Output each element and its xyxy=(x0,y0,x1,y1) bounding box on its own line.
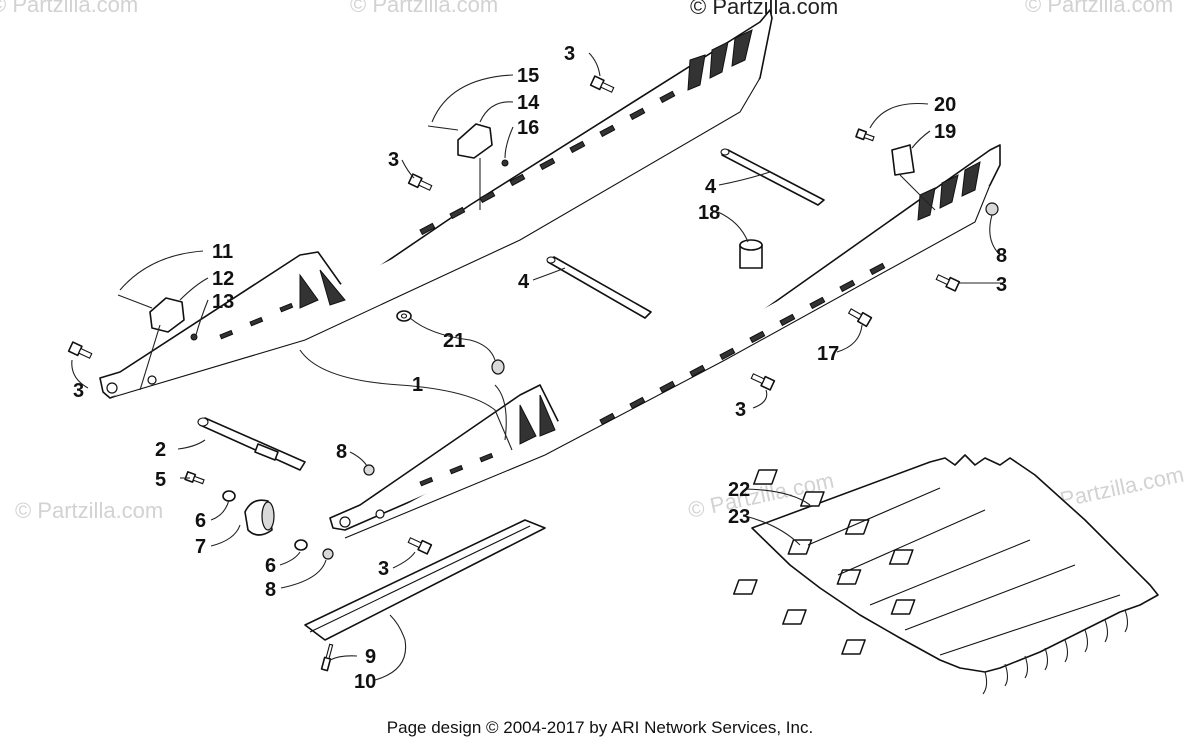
callout-13: 13 xyxy=(212,291,234,313)
callout-9: 9 xyxy=(365,646,376,668)
callout-20: 20 xyxy=(934,94,956,116)
callout-15: 15 xyxy=(517,65,539,87)
callout-17: 17 xyxy=(817,343,839,365)
callout-labels: 1 2 3 3 3 3 3 3 3 4 4 5 6 6 7 8 8 8 9 10… xyxy=(73,43,1007,693)
callout-3: 3 xyxy=(378,558,389,580)
callout-1: 1 xyxy=(412,374,423,396)
callout-3: 3 xyxy=(996,274,1007,296)
copyright-footer: Page design © 2004-2017 by ARI Network S… xyxy=(386,718,814,737)
callout-4: 4 xyxy=(518,271,530,293)
track xyxy=(732,454,1159,695)
callout-23: 23 xyxy=(728,506,750,528)
callout-4: 4 xyxy=(705,176,717,198)
watermark: © Partzilla.com xyxy=(15,498,163,523)
callout-8: 8 xyxy=(336,441,347,463)
callout-8: 8 xyxy=(996,245,1007,267)
rail-front xyxy=(329,144,1001,539)
watermark: © Partzilla.com xyxy=(1025,0,1173,17)
callout-22: 22 xyxy=(728,479,750,501)
callout-18: 18 xyxy=(698,202,720,224)
callout-3: 3 xyxy=(564,43,575,65)
callout-3: 3 xyxy=(388,149,399,171)
callout-8: 8 xyxy=(265,579,276,601)
watermark: © Partzilla.com xyxy=(0,0,138,17)
callout-6: 6 xyxy=(265,555,276,577)
leader-lines xyxy=(71,52,1001,681)
cross-shaft-lower xyxy=(546,256,652,319)
watermark: © Partzilla.com xyxy=(690,0,838,19)
callout-6: 6 xyxy=(195,510,206,532)
callout-16: 16 xyxy=(517,117,539,139)
callout-10: 10 xyxy=(354,671,376,693)
callout-7: 7 xyxy=(195,536,206,558)
rear-axle xyxy=(197,417,306,471)
callout-14: 14 xyxy=(517,92,540,114)
callout-19: 19 xyxy=(934,121,956,143)
callout-11: 11 xyxy=(212,241,233,263)
hardware xyxy=(67,75,999,672)
watermark: © Partzilla.com xyxy=(350,0,498,17)
callout-12: 12 xyxy=(212,268,234,290)
callout-2: 2 xyxy=(155,439,166,461)
rail-rear xyxy=(99,9,773,399)
callout-21: 21 xyxy=(443,330,465,352)
callout-3: 3 xyxy=(735,399,746,421)
callout-3: 3 xyxy=(73,380,84,402)
callout-5: 5 xyxy=(155,469,166,491)
cross-shaft-upper xyxy=(720,148,825,206)
